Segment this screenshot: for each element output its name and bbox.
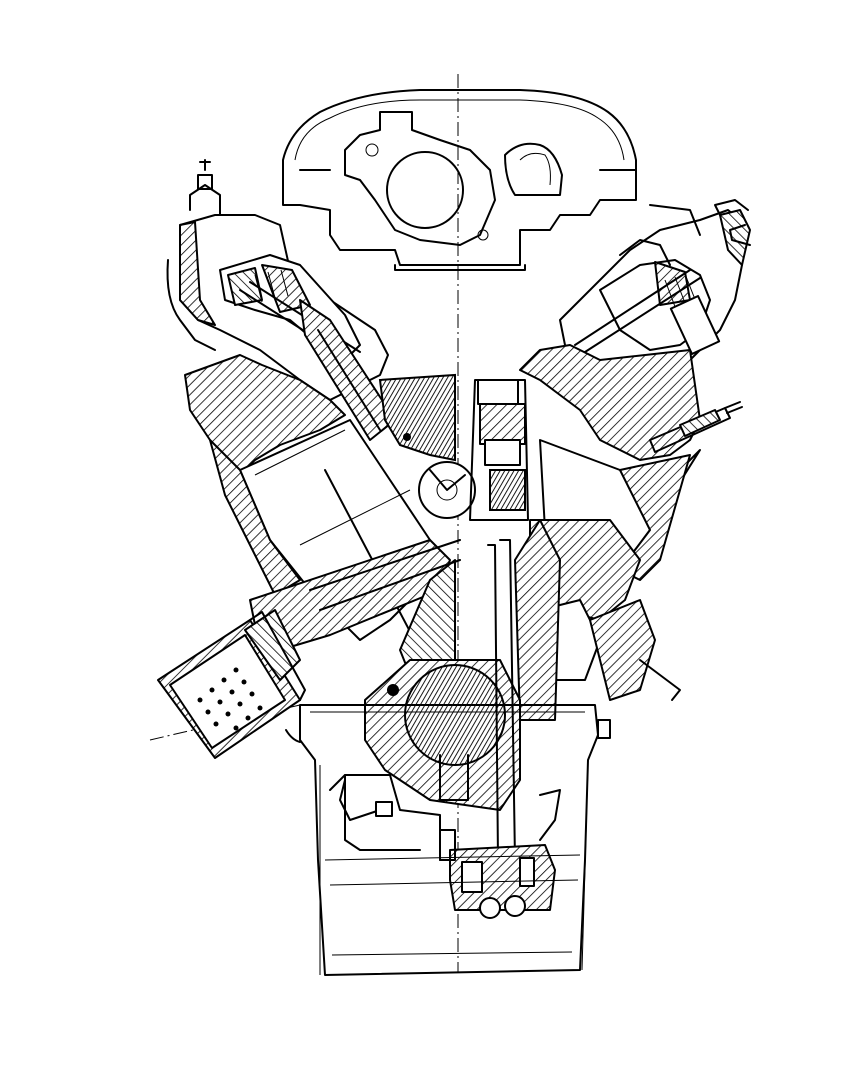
right-valve-train xyxy=(574,239,721,355)
crankshaft-counterweight xyxy=(364,659,521,811)
oil-pan xyxy=(285,704,611,976)
left-valve-train xyxy=(219,254,396,441)
right-cylinder-head xyxy=(519,199,751,461)
intake-manifold xyxy=(282,89,637,271)
oil-filter xyxy=(157,609,306,759)
spark-plug xyxy=(649,401,743,453)
camshaft xyxy=(378,373,476,519)
oil-pickup xyxy=(339,539,561,861)
right-cylinder-bore xyxy=(529,439,701,681)
distributor-drive-gear xyxy=(469,379,529,521)
oil-pump xyxy=(439,829,556,919)
